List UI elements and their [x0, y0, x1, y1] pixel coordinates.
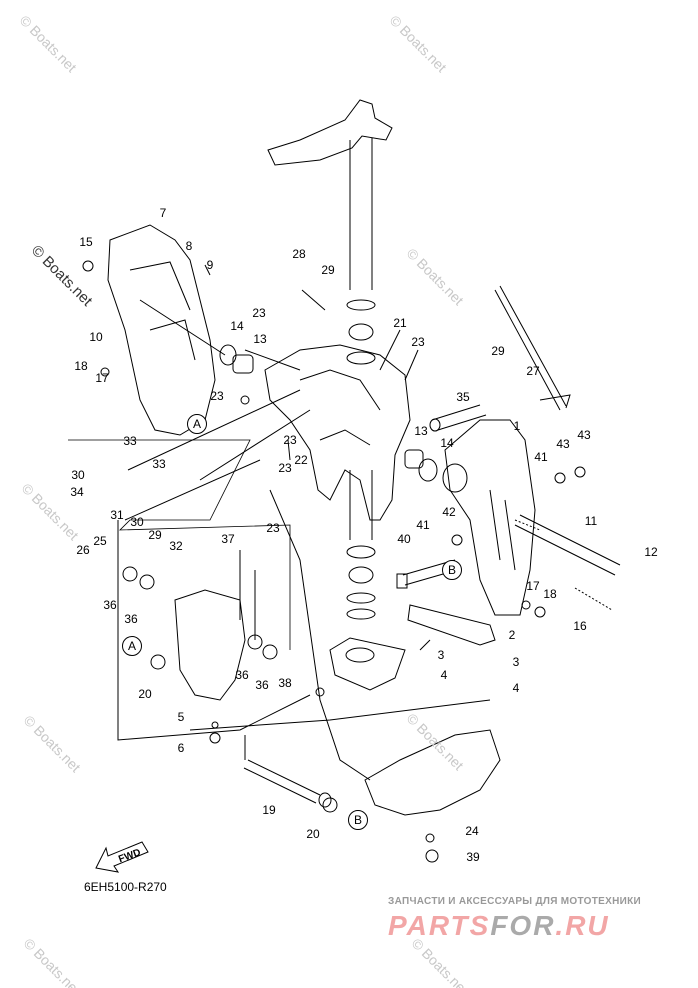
callout: 15: [79, 235, 93, 249]
callout: 25: [93, 534, 107, 548]
reference-marker-a: A: [122, 636, 142, 656]
callout: 38: [278, 676, 292, 690]
callout: 27: [526, 364, 540, 378]
callout: 36: [235, 668, 249, 682]
callout: 19: [262, 803, 276, 817]
callout: 23: [411, 335, 425, 349]
diagram-code: 6EH5100-R270: [84, 880, 167, 894]
swivel-bracket: [264, 344, 411, 521]
callout: 8: [185, 239, 193, 253]
fwd-arrow-icon: FWD: [94, 838, 154, 879]
callout: 11: [584, 514, 598, 528]
callout: 23: [278, 461, 292, 475]
steering-arm: [267, 99, 393, 166]
callout: 14: [230, 319, 244, 333]
callout: 40: [397, 532, 411, 546]
callout: 36: [103, 598, 117, 612]
pipe-35: [431, 404, 487, 431]
callout: 17: [526, 579, 540, 593]
through-tube: [514, 514, 621, 576]
callout: 36: [124, 612, 138, 626]
tilt-pin: [494, 285, 571, 411]
callout: 30: [71, 468, 85, 482]
lower-mount: [329, 637, 406, 691]
swivel-shaft: [349, 470, 373, 540]
callout: 3: [437, 648, 445, 662]
logo-part: PARTS: [388, 910, 491, 941]
callout: 33: [123, 434, 137, 448]
logo-part: FOR: [490, 910, 556, 941]
callout: 12: [644, 545, 658, 559]
callout: 29: [321, 263, 335, 277]
callout: 5: [177, 710, 185, 724]
plate-2: [407, 604, 496, 646]
callout: 3: [512, 655, 520, 669]
callout: 10: [89, 330, 103, 344]
clamp-bracket-left: [107, 224, 216, 436]
lower-casing: [364, 729, 501, 816]
callout: 37: [221, 532, 235, 546]
callout: 23: [283, 433, 297, 447]
reference-marker-b: B: [348, 810, 368, 830]
callout: 43: [577, 428, 591, 442]
callout: 20: [306, 827, 320, 841]
callout: 21: [393, 316, 407, 330]
callout: 41: [534, 450, 548, 464]
shop-logo: PARTSFOR.RU: [388, 910, 610, 942]
callout: 7: [159, 206, 167, 220]
callout: 28: [292, 247, 306, 261]
callout: 42: [442, 505, 456, 519]
callout: 24: [465, 824, 479, 838]
callout: 4: [512, 681, 520, 695]
callout: 1: [513, 419, 521, 433]
callout: 29: [491, 344, 505, 358]
reference-marker-b: B: [442, 560, 462, 580]
callout: 35: [456, 390, 470, 404]
callout: 6: [177, 741, 185, 755]
callout: 23: [252, 306, 266, 320]
callout: 16: [573, 619, 587, 633]
callout: 30: [130, 515, 144, 529]
callout: 32: [169, 539, 183, 553]
callout: 20: [138, 687, 152, 701]
shop-subtitle: ЗАПЧАСТИ И АКСЕССУАРЫ ДЛЯ МОТОТЕХНИКИ: [388, 896, 641, 907]
callout: 41: [416, 518, 430, 532]
callout: 43: [556, 437, 570, 451]
reference-marker-a: A: [187, 414, 207, 434]
callout: 14: [440, 436, 454, 450]
fwd-label: FWD: [117, 847, 142, 865]
logo-part: .RU: [555, 910, 610, 941]
callout: 31: [110, 508, 124, 522]
callout: 13: [253, 332, 267, 346]
callout: 18: [74, 359, 88, 373]
callout: 22: [294, 453, 308, 467]
clamp-bracket-right: [444, 419, 536, 616]
callout: 34: [70, 485, 84, 499]
callout: 17: [95, 371, 109, 385]
callout: 29: [148, 528, 162, 542]
callout: 33: [152, 457, 166, 471]
lower-bracket: [174, 589, 246, 701]
callout: 23: [266, 521, 280, 535]
callout: 9: [206, 258, 214, 272]
callout: 23: [210, 389, 224, 403]
callout: 39: [466, 850, 480, 864]
callout: 36: [255, 678, 269, 692]
cable-16: [574, 587, 613, 611]
callout: 13: [414, 424, 428, 438]
callout: 18: [543, 587, 557, 601]
callout: 2: [508, 628, 516, 642]
steering-shaft: [349, 138, 373, 290]
callout: 26: [76, 543, 90, 557]
rod-19: [243, 759, 321, 804]
callout: 4: [440, 668, 448, 682]
